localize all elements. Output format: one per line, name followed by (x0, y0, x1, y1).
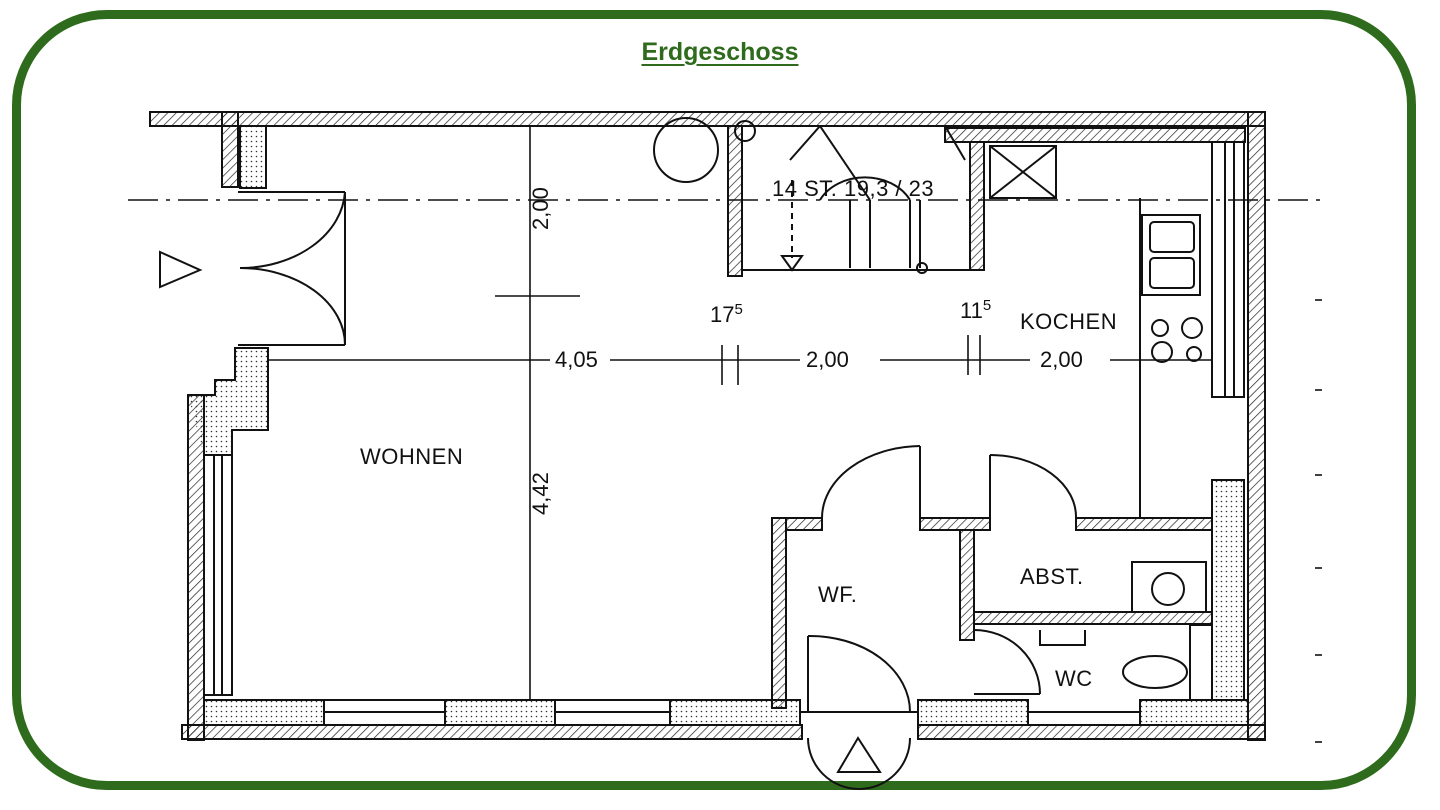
stairs (653, 117, 970, 274)
kitchen-fixtures (989, 145, 1203, 518)
stair-note: 14 ST. 19,3 / 23 (772, 176, 934, 201)
dim-200-vertical: 2,00 (528, 187, 553, 230)
dimension-lines (128, 126, 1322, 743)
bathroom-fixtures (1039, 561, 1213, 701)
dim-442-vertical: 4,42 (528, 472, 553, 515)
room-label-abst: ABST. (1020, 564, 1084, 589)
entrance-door (159, 191, 346, 346)
dim-200-right: 2,00 (1040, 347, 1083, 372)
dim-405: 4,05 (555, 347, 598, 372)
room-label-wc: WC (1055, 666, 1093, 691)
room-label-wf: WF. (818, 582, 857, 607)
outer-walls (149, 111, 1266, 741)
dim-200-middle: 2,00 (806, 347, 849, 372)
room-label-wohnen: WOHNEN (360, 444, 463, 469)
interior-walls (727, 125, 1213, 709)
wall-thickness-11: 115 (960, 297, 991, 323)
wall-thickness-17: 175 (710, 301, 743, 327)
inner-doors (800, 445, 1078, 790)
room-label-kochen: KOCHEN (1020, 309, 1117, 334)
floor-title: Erdgeschoss (641, 38, 799, 66)
